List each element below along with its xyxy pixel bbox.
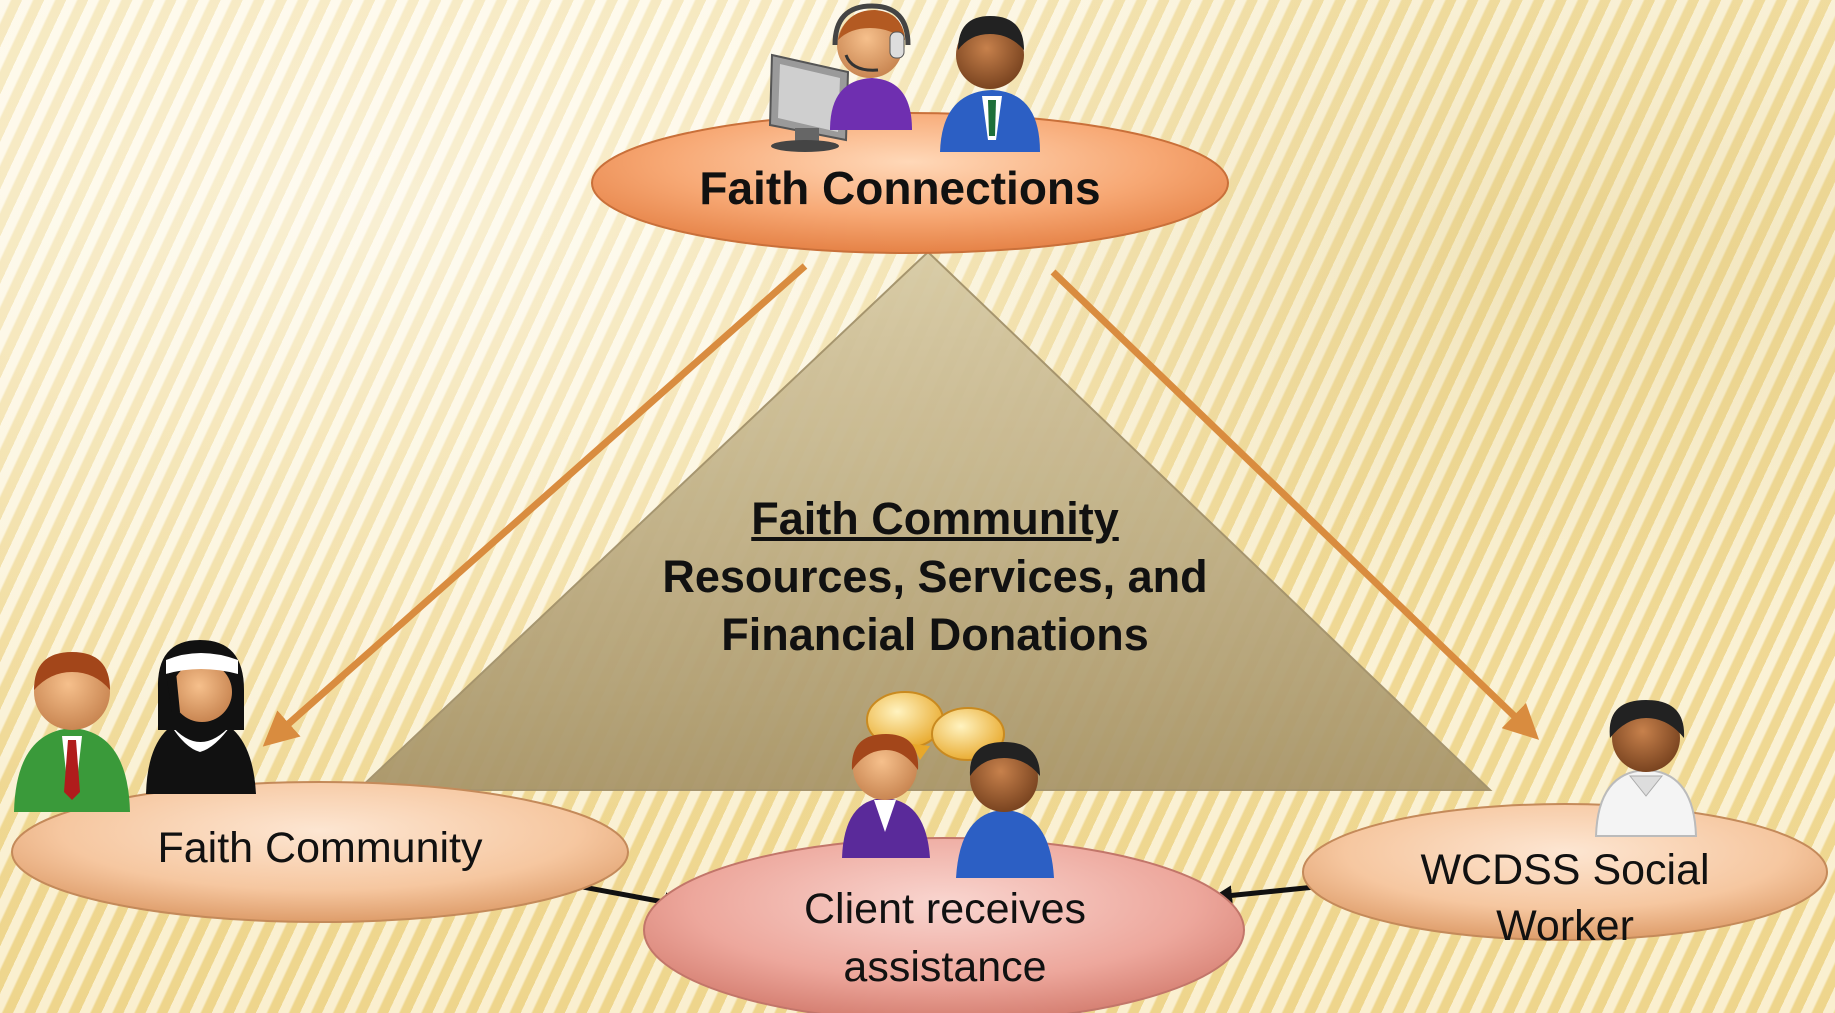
- faith-community-label: Faith Community: [157, 824, 483, 872]
- resources-triangle: [355, 250, 1493, 791]
- center-text: Faith Community Resources, Services, and…: [560, 490, 1310, 664]
- faith-community-node: [11, 781, 629, 923]
- client-label: Client receives assistance: [690, 880, 1200, 996]
- center-title: Faith Community: [751, 493, 1119, 544]
- arrow-worker-to-client: [1212, 883, 1326, 906]
- headset-operator-icon: [830, 3, 912, 130]
- businessman-green-suit-icon: [14, 652, 130, 812]
- center-line-1: Resources, Services, and: [662, 551, 1208, 602]
- woman-icon: [842, 734, 930, 858]
- computer-monitor-icon: [768, 53, 850, 152]
- social-worker-label: WCDSS Social Worker: [1340, 842, 1790, 954]
- social-worker-icon: [1594, 700, 1698, 837]
- arrow-to-social-worker: [1050, 269, 1540, 740]
- businessman-icon: [940, 16, 1040, 152]
- client-node: [643, 837, 1245, 1013]
- man-icon: [956, 742, 1054, 878]
- arrow-to-faith-community: [262, 263, 808, 747]
- center-line-2: Financial Donations: [721, 609, 1149, 660]
- social-worker-node: [1302, 803, 1828, 941]
- nun-icon: [146, 640, 256, 794]
- client-label-line-2: assistance: [843, 943, 1047, 991]
- client-label-line-1: Client receives: [804, 885, 1086, 933]
- faith-connections-label: Faith Connections: [699, 162, 1101, 214]
- social-worker-label-line-2: Worker: [1496, 902, 1634, 950]
- social-worker-label-line-1: WCDSS Social: [1420, 846, 1710, 894]
